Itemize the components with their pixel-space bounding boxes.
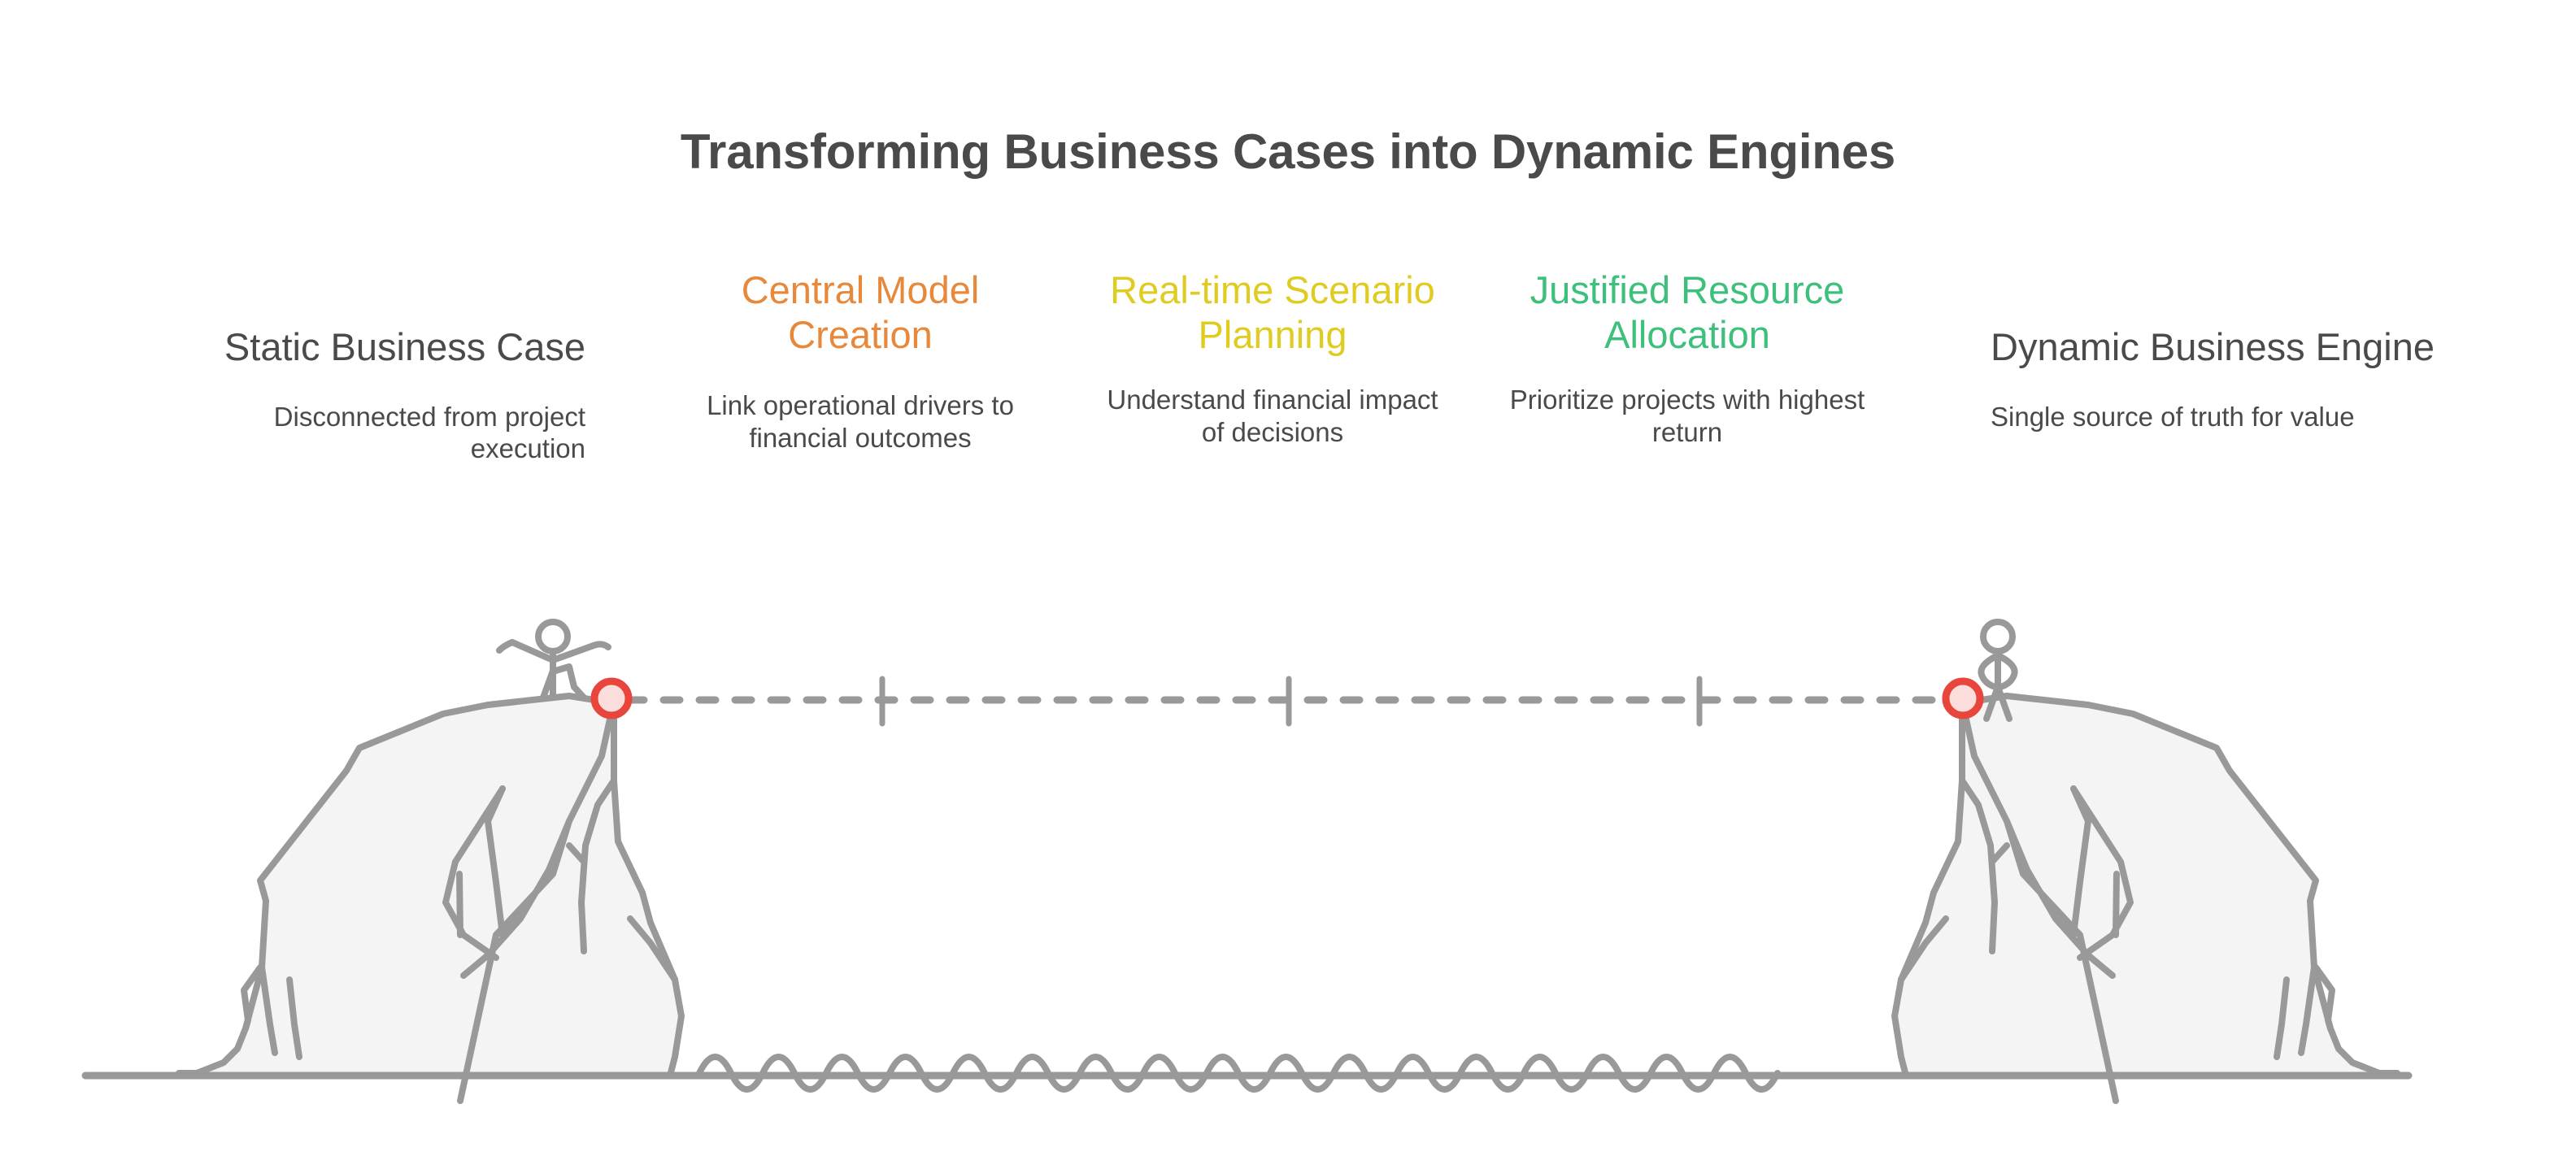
column-heading: Real-time Scenario Planning <box>1110 268 1435 356</box>
right-peak-marker <box>1942 677 1984 719</box>
column-heading: Justified Resource Allocation <box>1530 268 1845 356</box>
climber-arms-out-icon <box>496 619 611 701</box>
climber-head <box>535 619 571 654</box>
column-real-time-scenario-planning: Real-time Scenario Planning Understand f… <box>1102 268 1443 449</box>
column-static-business-case: Static Business Case Disconnected from p… <box>163 268 585 465</box>
climber-arms <box>496 639 611 663</box>
left-mountain-detail <box>241 698 678 1104</box>
climber-leg-left <box>1983 684 2001 722</box>
column-dynamic-business-engine: Dynamic Business Engine Single source of… <box>1991 268 2446 433</box>
column-central-model-creation: Central Model Creation Link operational … <box>690 268 1031 454</box>
climber-arm-left <box>1978 652 2001 691</box>
red-circle-marker <box>1942 677 1984 719</box>
left-peak-marker <box>590 677 633 719</box>
column-heading: Static Business Case <box>224 325 585 368</box>
page-title: Transforming Business Cases into Dynamic… <box>680 124 1896 179</box>
column-subtitle: Disconnected from project execution <box>273 401 585 464</box>
right-mountain-detail <box>1898 698 2335 1104</box>
column-heading: Central Model Creation <box>741 268 980 356</box>
climber-hands-on-hips-icon <box>1978 619 2018 722</box>
right-mountain-body <box>1891 693 2400 1079</box>
column-band: Static Business Case Disconnected from p… <box>0 268 2576 561</box>
column-subtitle: Prioritize projects with highest return <box>1509 385 1865 447</box>
climber-arm-right <box>1995 652 2018 691</box>
climber-head <box>1980 619 2016 654</box>
column-subtitle: Single source of truth for value <box>1991 401 2355 432</box>
column-subtitle: Link operational drivers to financial ou… <box>707 390 1014 453</box>
climber-leg-left <box>540 667 556 701</box>
climber-leg-right <box>1995 684 2012 722</box>
column-justified-resource-allocation: Justified Resource Allocation Prioritize… <box>1508 268 1866 449</box>
column-heading: Dynamic Business Engine <box>1991 325 2435 368</box>
left-mountain <box>176 693 685 1104</box>
left-mountain-body <box>176 693 685 1079</box>
right-mountain <box>1891 693 2400 1104</box>
column-subtitle: Understand financial impact of decisions <box>1107 385 1438 447</box>
climber-leg-right <box>550 663 587 701</box>
red-circle-marker <box>590 677 633 719</box>
connector-ticks <box>879 676 1703 727</box>
